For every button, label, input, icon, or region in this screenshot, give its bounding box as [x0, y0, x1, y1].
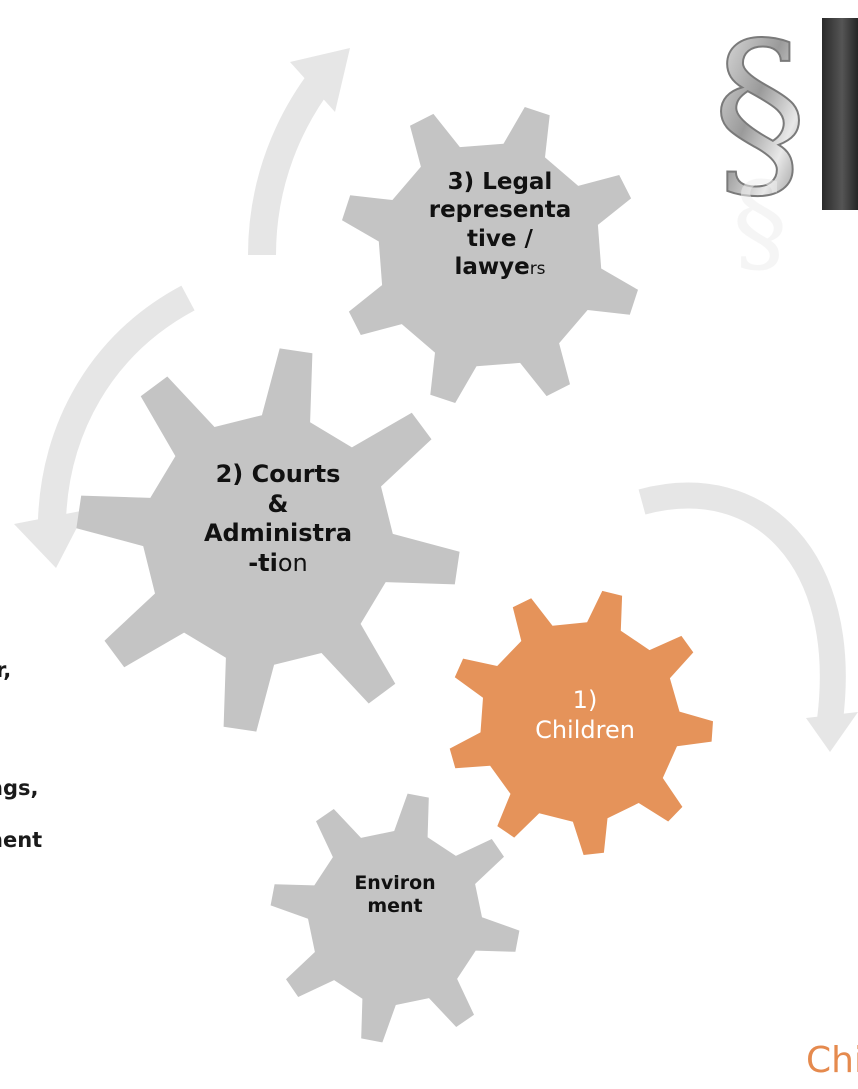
gear-courts-administration: [76, 348, 460, 732]
legal-line-3: tive /: [467, 225, 533, 252]
side-text-line-1: r,: [0, 658, 12, 682]
courts-line-2: &: [267, 489, 289, 518]
legal-line-4: lawyers: [454, 253, 546, 280]
gear-legal-representative: [342, 107, 638, 403]
arrow-left-down: [14, 285, 195, 568]
svg-text:§: §: [733, 158, 788, 286]
gear-environment: [270, 793, 520, 1043]
gear-label-courts: 2) Courts & Administra -tion: [178, 460, 378, 578]
children-line-1: 1): [572, 686, 598, 714]
courts-line-4: -tion: [248, 548, 308, 577]
gear-children: [449, 590, 713, 855]
bottom-heading-fragment: Chi: [806, 1040, 858, 1081]
legal-line-1: 3) Legal: [447, 169, 553, 195]
environment-line-1: Environ: [354, 872, 436, 894]
side-text-line-3: nent: [0, 828, 43, 852]
arrow-up-left: [248, 48, 350, 256]
children-line-2: Children: [535, 715, 635, 744]
svg-text:§: §: [713, 2, 808, 223]
courts-line-1: 2) Courts: [215, 460, 341, 488]
side-text-line-2: ngs,: [0, 776, 39, 800]
gear-label-legal: 3) Legal representa tive / lawyers: [415, 168, 585, 281]
gear-label-children: 1) Children: [500, 686, 670, 745]
courts-line-3: Administra: [203, 519, 353, 548]
arrow-right-down: [638, 482, 858, 752]
legal-line-2: representa: [428, 197, 572, 224]
gear-label-environment: Environ ment: [320, 872, 470, 919]
environment-line-2: ment: [367, 895, 423, 918]
section-sign-icon: § §: [712, 1, 858, 286]
